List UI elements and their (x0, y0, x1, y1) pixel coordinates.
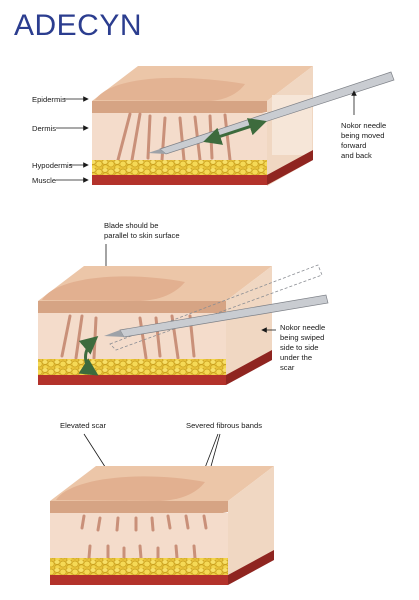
svg-text:side to side: side to side (280, 343, 318, 352)
svg-text:being moved: being moved (341, 131, 384, 140)
svg-text:scar: scar (280, 363, 295, 372)
blade-note-line-1: Blade should be (104, 221, 158, 230)
needle-panel-2 (104, 294, 329, 338)
panel-3-skin-block (50, 466, 274, 585)
svg-text:Nokor needle: Nokor needle (280, 323, 325, 332)
label-epidermis: Epidermis (32, 95, 66, 104)
label-elevated-scar: Elevated scar (60, 421, 106, 430)
forward-back-arrow (203, 118, 267, 145)
svg-text:forward: forward (341, 141, 366, 150)
svg-text:and back: and back (341, 151, 372, 160)
svg-text:Nokor needle: Nokor needle (341, 121, 386, 130)
svg-text:under the: under the (280, 353, 312, 362)
label-severed-bands: Severed fibrous bands (186, 421, 262, 430)
blade-note-line-2: parallel to skin surface (104, 231, 180, 240)
label-dermis: Dermis (32, 124, 56, 133)
panel-1-skin-block (92, 66, 313, 186)
caption-panel-1: Nokor needle being moved forward and bac… (341, 90, 386, 160)
label-hypodermis: Hypodermis (32, 161, 73, 170)
caption-panel-2: Nokor needle being swiped side to side u… (261, 323, 325, 372)
side-to-side-arrow (78, 336, 99, 376)
brand-logo: ADECYN (14, 9, 142, 42)
needle-ghost-panel-2 (109, 264, 323, 351)
layer-labels: Epidermis Dermis Hypodermis Muscle (32, 95, 89, 185)
svg-text:being swiped: being swiped (280, 333, 324, 342)
label-muscle: Muscle (32, 176, 56, 185)
